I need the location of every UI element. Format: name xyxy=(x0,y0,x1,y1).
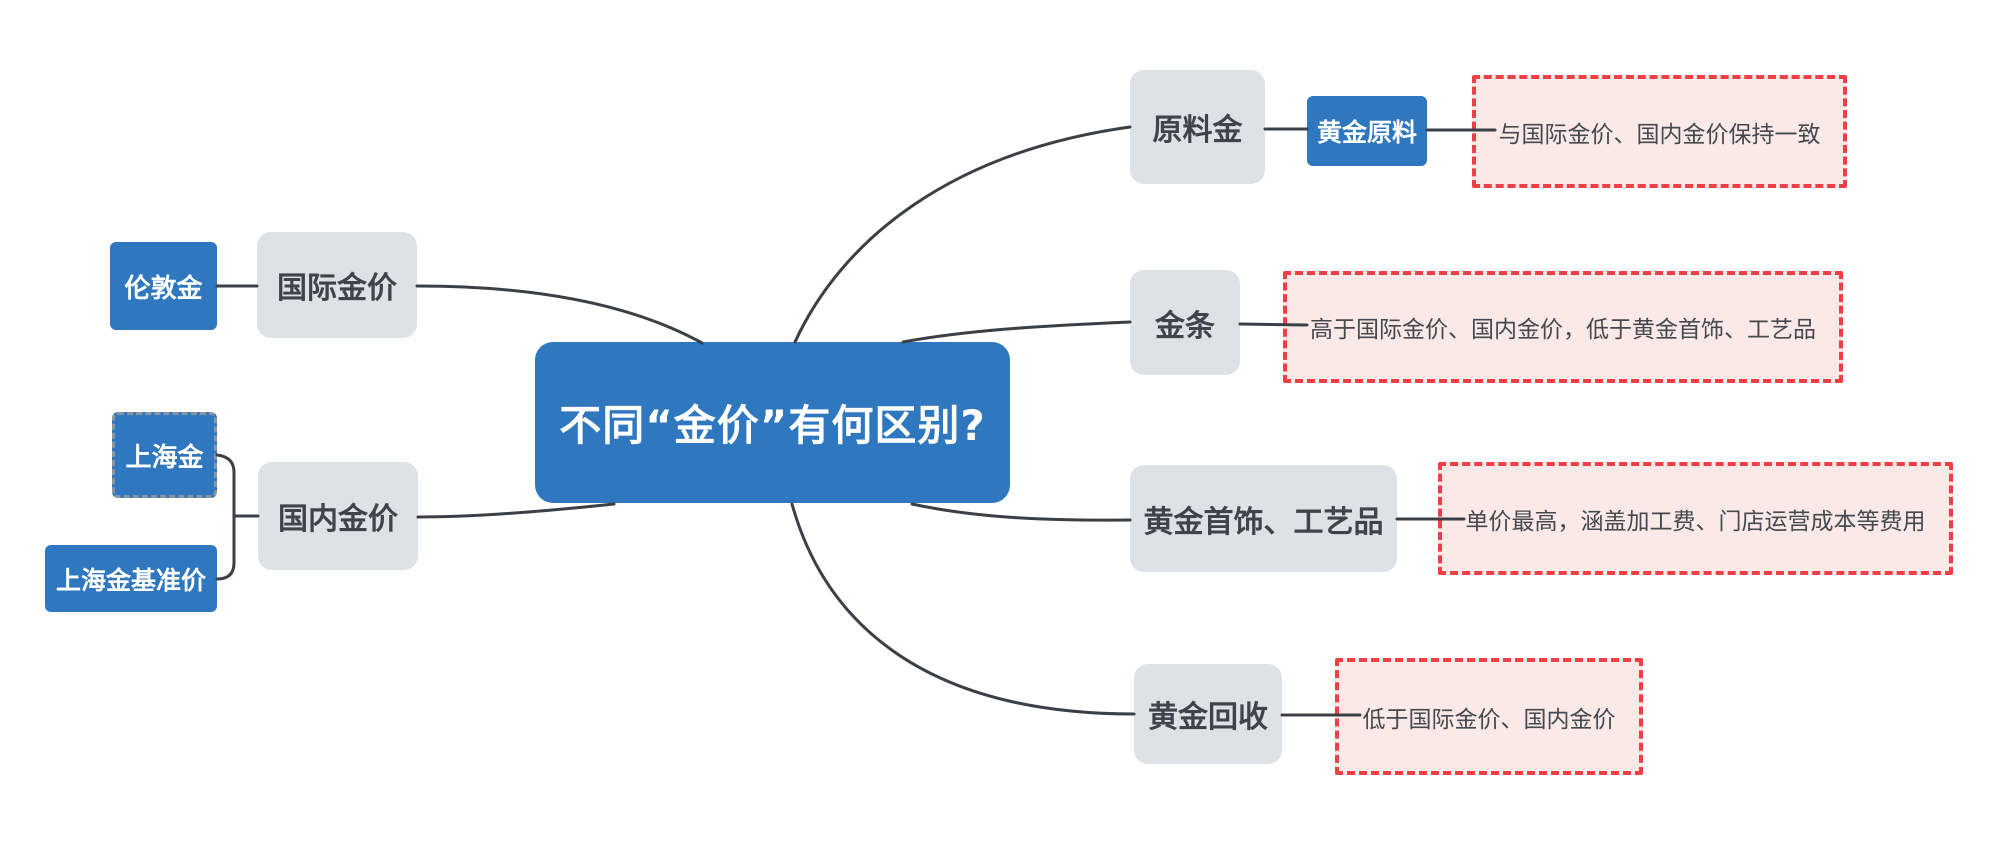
node-domestic-price[interactable]: 国内金价 xyxy=(258,462,418,570)
node-domestic-price-label: 国内金价 xyxy=(278,502,398,537)
node-gold-raw-material-label: 黄金原料 xyxy=(1316,118,1417,147)
node-gold-bar[interactable]: 金条 xyxy=(1130,270,1240,375)
connector-center-to-jewelry xyxy=(910,502,1132,522)
connector-center-to-raw-gold xyxy=(793,125,1132,344)
connector-international-to-center xyxy=(415,284,704,345)
connector-shanghai-bracket xyxy=(215,453,236,581)
note-gold-recycle-text: 低于国际金价、国内金价 xyxy=(1362,706,1616,733)
node-shanghai-gold-label: 上海金 xyxy=(125,442,204,473)
connector-center-to-gold-bar xyxy=(901,320,1132,344)
node-gold-recycle-label: 黄金回收 xyxy=(1148,700,1268,735)
node-london-gold[interactable]: 伦敦金 xyxy=(110,242,217,330)
node-shanghai-benchmark[interactable]: 上海金基准价 xyxy=(45,545,217,612)
connector-domestic-to-center xyxy=(416,502,616,519)
note-gold-jewelry-text: 单价最高，涵盖加工费、门店运营成本等费用 xyxy=(1465,508,1926,535)
center-topic[interactable]: 不同“金价”有何区别? xyxy=(535,342,1010,503)
node-london-gold-label: 伦敦金 xyxy=(124,273,203,304)
node-international-price-label: 国际金价 xyxy=(277,271,397,306)
node-shanghai-gold[interactable]: 上海金 xyxy=(112,412,217,498)
node-gold-jewelry[interactable]: 黄金首饰、工艺品 xyxy=(1130,465,1397,572)
node-gold-bar-label: 金条 xyxy=(1155,308,1215,344)
node-gold-recycle[interactable]: 黄金回收 xyxy=(1134,664,1282,764)
node-raw-gold[interactable]: 原料金 xyxy=(1130,70,1265,184)
note-gold-bar-text: 高于国际金价、国内金价，低于黄金首饰、工艺品 xyxy=(1310,317,1816,343)
note-gold-jewelry[interactable]: 单价最高，涵盖加工费、门店运营成本等费用 xyxy=(1438,462,1953,575)
node-raw-gold-label: 原料金 xyxy=(1152,113,1243,148)
center-topic-label: 不同“金价”有何区别? xyxy=(559,401,986,450)
node-shanghai-benchmark-label: 上海金基准价 xyxy=(55,565,206,595)
note-gold-bar[interactable]: 高于国际金价、国内金价，低于黄金首饰、工艺品 xyxy=(1283,271,1843,383)
note-raw-gold[interactable]: 与国际金价、国内金价保持一致 xyxy=(1472,75,1847,188)
connector-center-to-recycle xyxy=(790,502,1136,716)
node-gold-jewelry-label: 黄金首饰、工艺品 xyxy=(1143,504,1384,540)
node-international-price[interactable]: 国际金价 xyxy=(257,232,417,338)
node-gold-raw-material-tag[interactable]: 黄金原料 xyxy=(1307,96,1427,166)
note-raw-gold-text: 与国际金价、国内金价保持一致 xyxy=(1498,121,1821,148)
note-gold-recycle[interactable]: 低于国际金价、国内金价 xyxy=(1335,658,1643,775)
